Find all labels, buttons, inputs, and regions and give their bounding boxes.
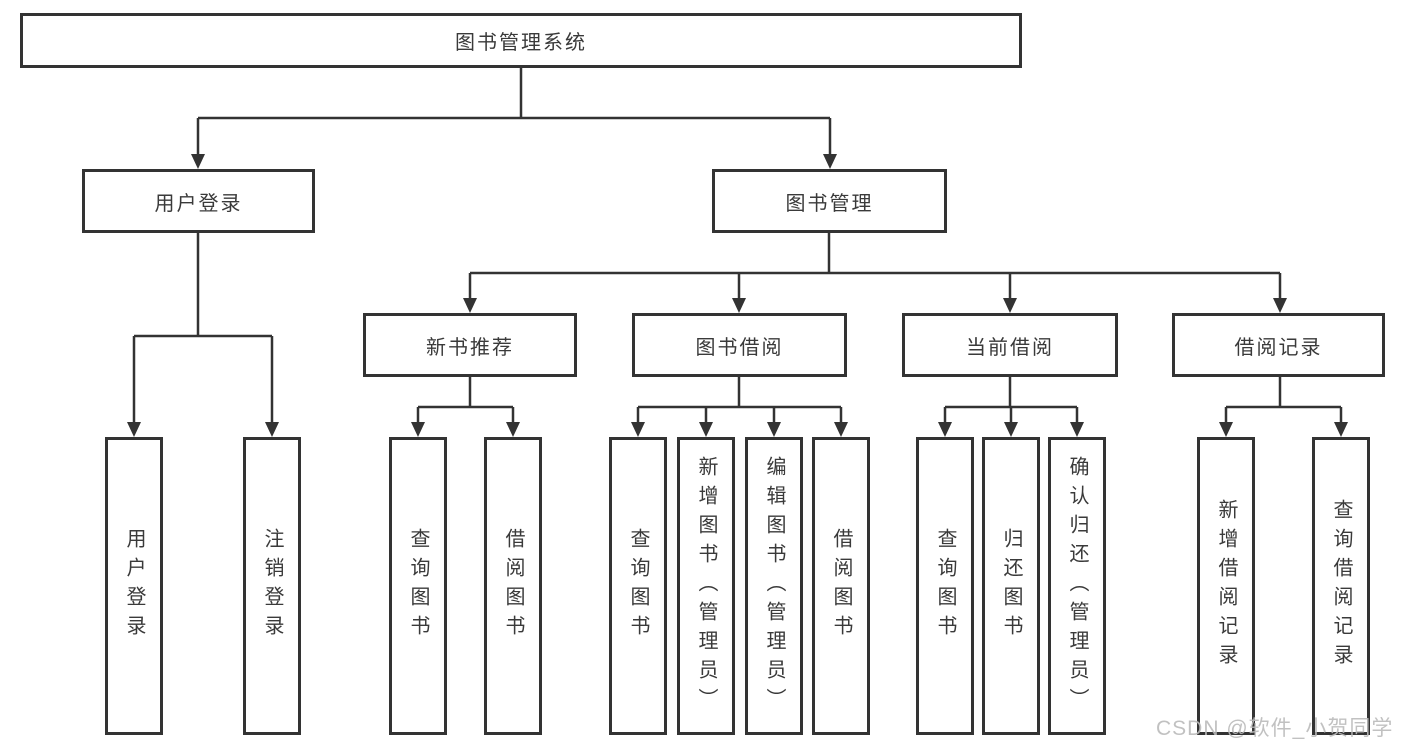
node-book-borrowing-label: 图书借阅 [695,336,784,359]
node-add-borrow-record: 新增借阅记录 [1197,437,1255,735]
node-edit-book-admin-label: 编辑图书（管理员） [763,455,785,717]
node-borrow-book-under-recommendation-label: 借阅图书 [502,528,524,644]
node-user-login-leaf-label: 用户登录 [123,528,145,644]
node-logout-leaf-label: 注销登录 [261,528,283,644]
node-new-book-recommendation-label: 新书推荐 [426,336,514,359]
node-user-login: 用户登录 [82,169,315,233]
node-query-book-under-current-label: 查询图书 [934,528,956,644]
connector-stems [132,118,1343,423]
node-query-book-under-recommendation-label: 查询图书 [407,528,429,644]
node-library-system: 图书管理系统 [20,13,1022,68]
node-logout-leaf: 注销登录 [243,437,301,735]
node-book-management-label: 图书管理 [785,192,874,215]
node-return-book: 归还图书 [982,437,1040,735]
connector-spines [134,68,1341,409]
node-query-book-under-borrowing-label: 查询图书 [627,528,649,644]
node-new-book-recommendation: 新书推荐 [363,313,577,377]
node-library-system-label: 图书管理系统 [455,32,587,54]
node-borrow-book-under-borrowing: 借阅图书 [812,437,870,735]
node-current-borrowing-label: 当前借阅 [966,336,1054,359]
node-confirm-return-admin: 确认归还（管理员） [1048,437,1106,735]
node-user-login-leaf: 用户登录 [105,437,163,735]
node-query-borrow-record-label: 查询借阅记录 [1330,499,1352,673]
node-borrow-book-under-recommendation: 借阅图书 [484,437,542,735]
node-current-borrowing: 当前借阅 [902,313,1118,377]
node-book-management: 图书管理 [712,169,947,233]
node-borrowing-records-label: 借阅记录 [1234,336,1323,359]
node-borrow-book-under-borrowing-label: 借阅图书 [830,528,852,644]
node-query-book-under-current: 查询图书 [916,437,974,735]
node-add-book-admin: 新增图书（管理员） [677,437,735,735]
node-add-borrow-record-label: 新增借阅记录 [1215,499,1237,673]
node-book-borrowing: 图书借阅 [632,313,847,377]
node-query-borrow-record: 查询借阅记录 [1312,437,1370,735]
node-query-book-under-borrowing: 查询图书 [609,437,667,735]
node-user-login-label: 用户登录 [154,192,243,215]
node-confirm-return-admin-label: 确认归还（管理员） [1066,455,1088,717]
node-borrowing-records: 借阅记录 [1172,313,1385,377]
node-return-book-label: 归还图书 [1000,528,1022,644]
csdn-watermark: CSDN @软件_小贺同学 [1156,717,1394,740]
node-add-book-admin-label: 新增图书（管理员） [695,455,717,717]
node-query-book-under-recommendation: 查询图书 [389,437,447,735]
node-edit-book-admin: 编辑图书（管理员） [745,437,803,735]
